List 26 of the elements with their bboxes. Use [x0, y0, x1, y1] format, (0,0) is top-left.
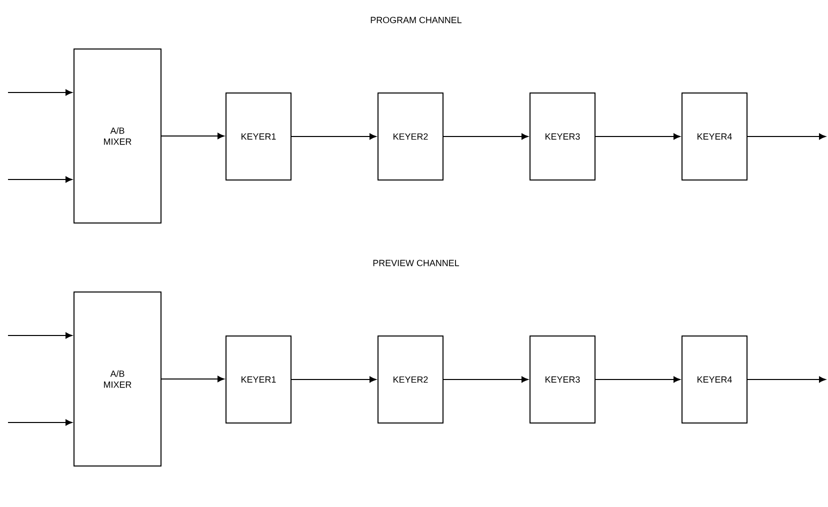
arrow [595, 376, 680, 383]
keyer-box: KEYER4 [682, 92, 748, 180]
input-arrow [8, 419, 72, 426]
arrow [161, 132, 224, 140]
arrow [443, 133, 528, 140]
keyer-box: KEYER1 [226, 336, 292, 424]
output-arrow [747, 376, 826, 383]
arrow [161, 376, 224, 382]
input-arrow [8, 89, 72, 96]
channel-heading: PROGRAM CHANNEL [370, 16, 462, 24]
keyer-box: KEYER3 [530, 92, 596, 180]
output-arrow [747, 133, 826, 140]
arrow [443, 376, 528, 383]
mixer-box: A/B MIXER [74, 48, 162, 224]
keyer-box: KEYER2 [378, 336, 444, 424]
keyer-box: KEYER3 [530, 336, 596, 424]
mixer-box: A/B MIXER [74, 292, 162, 466]
channel-heading: PREVIEW CHANNEL [373, 260, 460, 266]
keyer-box: KEYER2 [378, 92, 444, 180]
keyer-box: KEYER1 [226, 92, 292, 180]
keyer-box: KEYER4 [682, 336, 748, 424]
arrow [291, 376, 376, 383]
input-arrow [8, 176, 72, 183]
arrow [291, 133, 376, 140]
arrow [595, 133, 680, 140]
input-arrow [8, 332, 72, 339]
